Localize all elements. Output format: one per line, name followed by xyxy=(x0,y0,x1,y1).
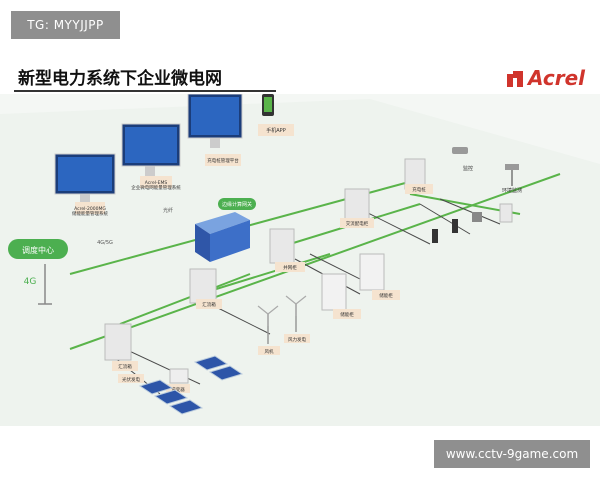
title-underline xyxy=(14,90,276,92)
gateway-rack: 边缘计算网关 xyxy=(195,198,256,262)
solar-label-bg xyxy=(118,374,144,383)
dispatch-center: 调度中心 4G xyxy=(8,239,68,305)
tower-label: 4G xyxy=(24,277,37,287)
cabinet-label-9: 逆变器 xyxy=(171,386,185,393)
cabinet-ac-dist: 交流配电柜 xyxy=(340,188,374,228)
cabinet-label-2: 并网柜 xyxy=(283,264,297,271)
small-cabinet xyxy=(499,203,513,223)
solar-array-1 xyxy=(138,379,204,415)
cabinet-label-8: 风力发电 xyxy=(288,336,306,343)
inverter: 逆变器 xyxy=(166,368,190,393)
cabinet-label-4: 充电桩 xyxy=(412,186,426,193)
top-watermark: TG: MYYJJPP xyxy=(11,11,120,39)
cabinet-charger: 充电桩 xyxy=(404,158,433,194)
cabinet-label-6: 储能柜 xyxy=(379,292,393,299)
cabinet-label-3: 交流配电柜 xyxy=(346,220,369,227)
cabinet-combiner-1: 汇流箱 xyxy=(104,323,138,371)
cabinet-label-7: 风机 xyxy=(265,348,274,355)
page-title: 新型电力系统下企业微电网 xyxy=(18,69,222,89)
wind-turbine-1: 风机 xyxy=(257,305,280,355)
cabinet-label-0: 汇流箱 xyxy=(118,363,132,370)
wind-turbine-2: 风力发电 xyxy=(284,295,310,343)
env-sensor: 环境监测 xyxy=(502,164,522,194)
bottom-watermark: www.cctv-9game.com xyxy=(434,440,590,468)
app-label: 手机APP xyxy=(266,127,285,134)
monitor-3-label: 充电桩管理平台 xyxy=(207,157,239,164)
camera-label-0: 监控 xyxy=(463,165,473,172)
cabinet-storage-1: 储能柜 xyxy=(321,273,361,319)
cabinet-storage-2: 储能柜 xyxy=(359,253,400,300)
camera-monitor: 监控 xyxy=(452,147,473,172)
phone-app: 手机APP xyxy=(258,94,294,136)
cabinet-label-1: 汇流箱 xyxy=(202,301,216,308)
cabinet-label-5: 储能柜 xyxy=(340,311,354,318)
monitor-3: 充电桩管理平台 xyxy=(187,93,243,166)
dispatch-center-label: 调度中心 xyxy=(22,245,54,255)
cabinet-combiner-2: 汇流箱 xyxy=(189,268,222,309)
solar-array-2 xyxy=(193,355,244,381)
ev-chargers xyxy=(432,212,482,243)
acrel-logo-icon xyxy=(507,71,523,87)
logo-text: Acrel xyxy=(528,66,586,90)
cabinet-grid: 并网柜 xyxy=(269,228,305,272)
link-label-4g: 4G/5G xyxy=(97,240,113,246)
gateway-label: 边缘计算网关 xyxy=(222,201,252,208)
camera-label-1: 环境监测 xyxy=(502,187,522,194)
cabinet-label-10: 光伏发电 xyxy=(122,376,140,383)
link-label-fiber: 光纤 xyxy=(163,207,173,214)
